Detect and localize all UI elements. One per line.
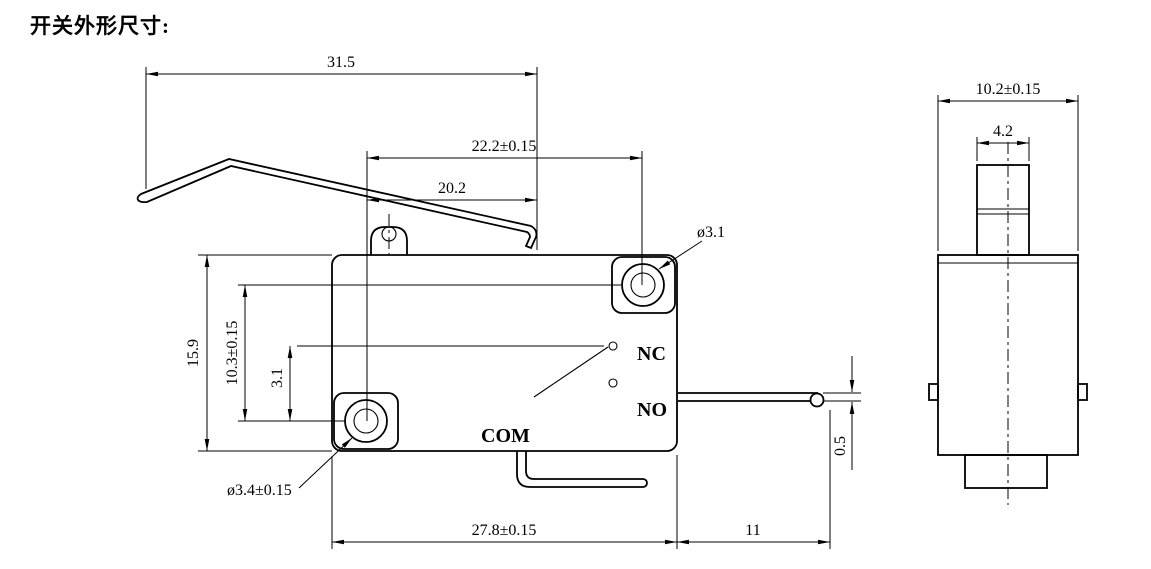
left-side-tab [928, 383, 939, 401]
com-outer-edge [516, 451, 643, 488]
dim-lever-span: 20.2 [367, 180, 537, 203]
dim-hole-spacing-h: 22.2±0.15 [366, 138, 643, 421]
blade-tip-curl [809, 392, 825, 408]
dim-text-body-height: 15.9 [185, 339, 202, 367]
dim-body-height: 15.9 [185, 254, 332, 452]
no-contact-point [608, 378, 618, 388]
dimensions: 31.5 22.2±0.15 20.2 ø3.1 [145, 54, 1079, 549]
moving-contact-arm [533, 346, 609, 398]
bottom-mounting-hole-inner [353, 408, 379, 434]
page-title: 开关外形尺寸: [30, 14, 170, 38]
side-view [928, 142, 1088, 505]
dim-contact-offset: 3.1 [269, 345, 604, 421]
dim-text-side-overall-width: 10.2±0.15 [976, 81, 1041, 98]
right-side-tab [1077, 383, 1088, 401]
bottom-protrusion [964, 454, 1048, 489]
dim-top-hole-dia: ø3.1 [658, 224, 725, 270]
leader-line [658, 240, 703, 270]
dim-text-plunger-width: 4.2 [993, 123, 1013, 140]
dim-text-bottom-hole-dia: ø3.4±0.15 [227, 482, 292, 499]
lever-arm [136, 158, 538, 250]
com-tip-cap [642, 478, 648, 488]
bottom-mounting-hole-outer [344, 399, 388, 443]
dim-lever-length: 31.5 [145, 54, 538, 250]
dim-text-contact-offset: 3.1 [269, 368, 286, 388]
dim-plunger-width: 4.2 [976, 123, 1030, 161]
nc-label: NC [637, 343, 666, 365]
dim-body-width: 27.8±0.15 [331, 455, 678, 549]
dim-text-terminal-length: 11 [745, 522, 760, 539]
nc-terminal-blade [678, 392, 825, 408]
switch-body-outline [331, 254, 678, 452]
plunger-button [976, 164, 1030, 256]
dim-terminal-length: 11 [677, 410, 831, 549]
dim-text-body-width: 27.8±0.15 [472, 522, 537, 539]
com-inner-edge [525, 451, 643, 480]
dim-text-hole-spacing-h: 22.2±0.15 [472, 138, 537, 155]
nc-contact-point [608, 341, 618, 351]
dim-text-terminal-thickness: 0.5 [832, 436, 849, 456]
dim-hole-spacing-v: 10.3±0.15 [224, 284, 621, 422]
dim-text-lever-length: 31.5 [327, 54, 355, 71]
no-label: NO [637, 399, 667, 421]
top-mounting-hole-inner [630, 272, 656, 298]
dim-text-top-hole-dia: ø3.1 [697, 224, 725, 241]
dim-terminal-thickness: 0.5 [823, 356, 861, 470]
dim-text-lever-span: 20.2 [438, 180, 466, 197]
dim-side-overall-width: 10.2±0.15 [937, 81, 1079, 251]
top-mounting-hole-outer [621, 263, 665, 307]
com-label: COM [481, 425, 530, 447]
com-terminal-blade [516, 451, 648, 488]
dim-text-hole-spacing-v: 10.3±0.15 [224, 321, 241, 386]
front-view: NC NO COM [136, 158, 825, 488]
dim-bottom-hole-dia: ø3.4±0.15 [227, 437, 353, 499]
leader-line [298, 437, 353, 489]
